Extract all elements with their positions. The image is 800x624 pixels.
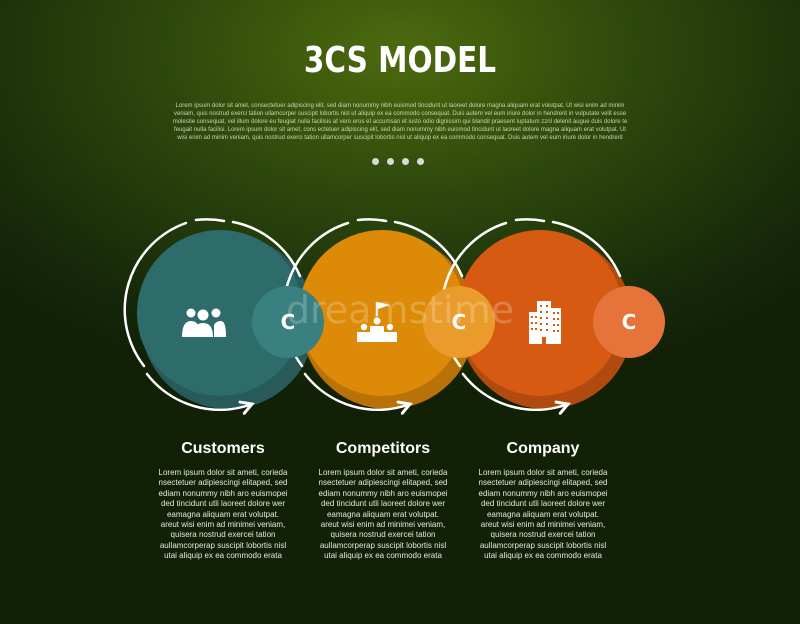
intro-paragraph: Lorem ipsum dolor sit amet, consectetuer… — [172, 103, 628, 141]
dots-divider — [372, 158, 424, 165]
competitors-title: Competitors — [335, 440, 431, 457]
customers-badge — [252, 286, 324, 358]
company-badge-letter: C — [622, 310, 637, 334]
buildings-icon — [529, 301, 561, 344]
podium-flag-icon — [357, 302, 397, 342]
people-icon — [182, 308, 226, 337]
page-title: 3CS MODEL — [303, 40, 497, 81]
company-title: Company — [506, 440, 580, 457]
customers-badge-letter: C — [281, 310, 296, 334]
competitors-badge — [423, 286, 495, 358]
company-text: Lorem ipsum dolor sit ameti, corieda nse… — [478, 468, 608, 561]
competitors-badge-letter: C — [452, 310, 467, 334]
company-badge — [593, 286, 665, 358]
competitors-text: Lorem ipsum dolor sit ameti, corieda nse… — [318, 468, 448, 561]
customers-text: Lorem ipsum dolor sit ameti, corieda nse… — [158, 468, 288, 561]
customers-title: Customers — [181, 440, 265, 457]
